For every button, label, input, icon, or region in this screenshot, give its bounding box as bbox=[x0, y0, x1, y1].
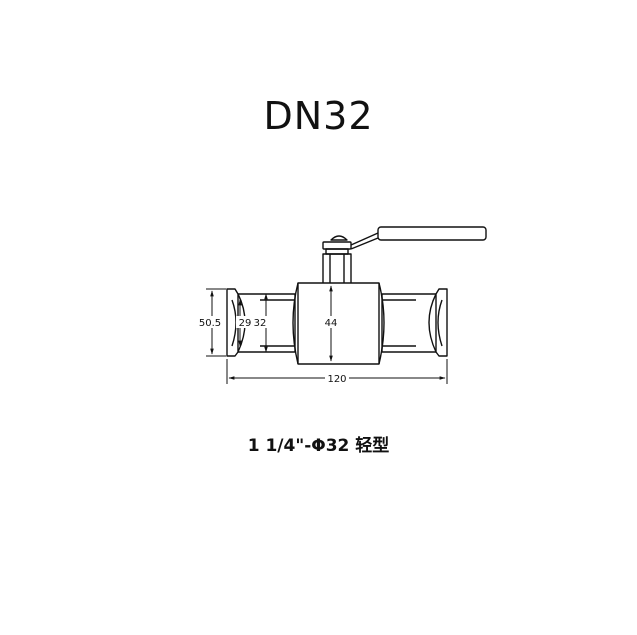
spec-caption: 1 1/4"-Φ32 轻型 bbox=[247, 436, 390, 456]
stem-nut bbox=[322, 235, 352, 255]
right-end bbox=[381, 288, 448, 357]
dim-bore-label: 29 bbox=[239, 318, 252, 329]
valve-handle bbox=[350, 226, 487, 250]
dim-pipe-label: 32 bbox=[254, 318, 267, 329]
valve-stem bbox=[322, 253, 352, 285]
page-title: DN32 bbox=[263, 94, 374, 138]
dim-outer-label: 50.5 bbox=[199, 318, 221, 329]
dim-length-label: 120 bbox=[327, 374, 346, 385]
dim-body-label: 44 bbox=[325, 318, 338, 329]
